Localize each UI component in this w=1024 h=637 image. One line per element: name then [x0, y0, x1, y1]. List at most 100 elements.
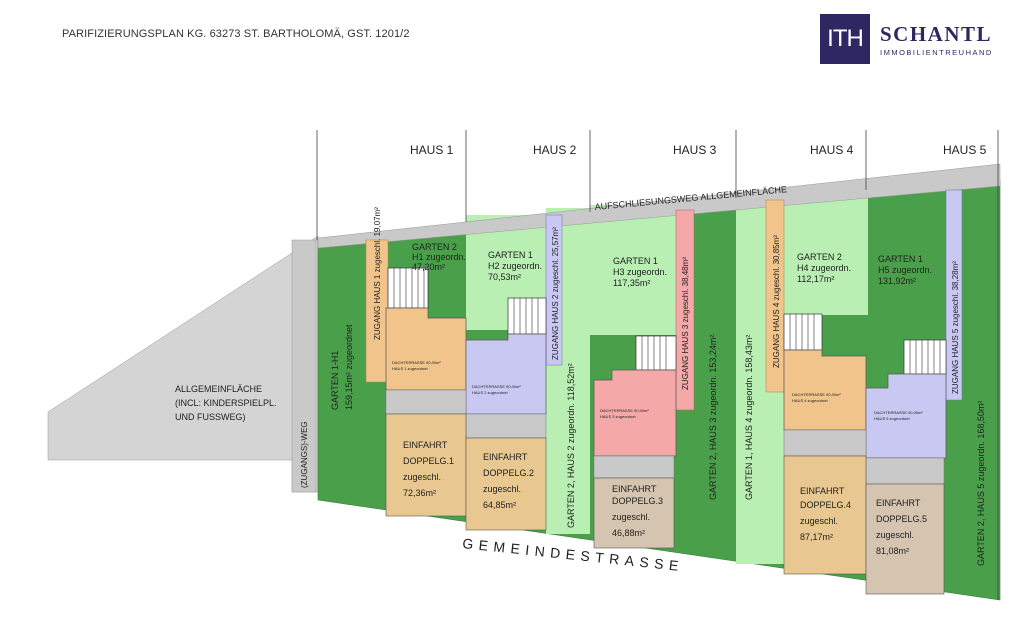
garden-2-h1-label: GARTEN 2 H1 zugeordn. 47,20m²	[412, 242, 466, 272]
zugang-house-3-strip	[675, 209, 695, 411]
page-title: PARIFIZIERUNGSPLAN KG. 63273 ST. BARTHOL…	[62, 28, 410, 40]
driveway-5	[865, 483, 945, 595]
stairs-house-2	[507, 297, 547, 335]
garden-1-h3-label: GARTEN 1 H3 zugeordn. 117,35m²	[613, 256, 667, 288]
roof-terrace-house-4	[783, 349, 867, 431]
driveway-5-label: EINFAHRT DOPPELG.5 zugeschl. 81,08m²	[876, 498, 927, 556]
svg-text:DOPPELG.1: DOPPELG.1	[403, 456, 454, 466]
garten-h1-area-vertical-label: 159,15m² zugeordnet	[344, 324, 354, 410]
svg-text:HAUS 1 zugeordnet: HAUS 1 zugeordnet	[392, 366, 428, 371]
svg-text:EINFAHRT: EINFAHRT	[800, 486, 845, 496]
garden-h3-area	[590, 205, 676, 335]
svg-text:112,17m²: 112,17m²	[797, 274, 834, 284]
zugang-h1-vertical-label: ZUGANG HAUS 1 zugeschl. 19,07m²	[373, 207, 382, 340]
svg-text:131,92m²: 131,92m²	[878, 276, 916, 286]
garden-1-h2-label: GARTEN 1 H2 zugeordn. 70,53m²	[488, 250, 542, 282]
svg-text:H4 zugeordn.: H4 zugeordn.	[797, 263, 851, 273]
house-1-base-strip	[385, 389, 467, 415]
terrace-h3-label: DACHTERRASSE 00,00m² HAUS 3 zugeordnet	[600, 408, 649, 419]
svg-text:zugeschl.: zugeschl.	[800, 516, 838, 526]
driveway-4	[783, 455, 867, 575]
house-5-base-strip	[865, 457, 945, 485]
common-area-label-1: ALLGEMEINFLÄCHE	[175, 384, 262, 394]
svg-text:GARTEN 2: GARTEN 2	[797, 252, 842, 262]
stairs-house-4	[783, 313, 823, 351]
svg-text:EINFAHRT: EINFAHRT	[403, 440, 448, 450]
garten2-h2-vertical-label: GARTEN 2, HAUS 2 zugeordn. 118,52m²	[566, 363, 576, 528]
svg-text:zugeschl.: zugeschl.	[612, 512, 650, 522]
svg-text:H1 zugeordn.: H1 zugeordn.	[412, 252, 466, 262]
svg-text:DACHTERRASSE 00,00m²: DACHTERRASSE 00,00m²	[874, 410, 923, 415]
svg-text:zugeschl.: zugeschl.	[483, 484, 521, 494]
svg-text:DACHTERRASSE 00,00m²: DACHTERRASSE 00,00m²	[792, 392, 841, 397]
house-4-base-strip	[783, 429, 867, 457]
svg-text:H2 zugeordn.: H2 zugeordn.	[488, 261, 542, 271]
garden-2-h4-label: GARTEN 2 H4 zugeordn. 112,17m²	[797, 252, 851, 284]
driveway-4-label: EINFAHRT DOPPELG.4 zugeschl. 87,17m²	[800, 486, 851, 542]
svg-text:64,85m²: 64,85m²	[483, 500, 516, 510]
zugang-house-4-strip	[765, 199, 785, 393]
access-path-label: (ZUGANGS)-WEG	[300, 421, 309, 488]
terrace-h2-label: DACHTERRASSE 00,00m² HAUS 2 zugeordnet	[472, 384, 521, 395]
svg-text:DOPPELG.4: DOPPELG.4	[800, 500, 851, 510]
svg-text:zugeschl.: zugeschl.	[403, 472, 441, 482]
svg-text:47,20m²: 47,20m²	[412, 262, 445, 272]
terrace-h1-label: DACHTERRASSE 00,00m² HAUS 1 zugeordnet	[392, 360, 441, 371]
company-logo: ITH SCHANTL IMMOBILIENTREUHAND	[820, 14, 993, 64]
svg-text:H5 zugeordn.: H5 zugeordn.	[878, 265, 932, 275]
svg-text:70,53m²: 70,53m²	[488, 272, 521, 282]
driveway-2	[465, 437, 547, 531]
access-road-band	[317, 163, 1001, 249]
svg-text:DOPPELG.2: DOPPELG.2	[483, 468, 534, 478]
svg-text:HAUS 3 zugeordnet: HAUS 3 zugeordnet	[600, 414, 636, 419]
zugang-h4-vertical-label: ZUGANG HAUS 4 zugeschl. 30,85m²	[772, 235, 781, 368]
house-3-label: HAUS 3	[673, 143, 717, 157]
zugang-h3-vertical-label: ZUGANG HAUS 3 zugeschl. 38,48m²	[681, 257, 690, 390]
house-3-base-strip	[593, 455, 675, 479]
svg-text:DACHTERRASSE 00,00m²: DACHTERRASSE 00,00m²	[392, 360, 441, 365]
svg-text:HAUS 5 zugeordnet: HAUS 5 zugeordnet	[874, 416, 910, 421]
common-area-label-3: UND FUSSWEG)	[175, 412, 246, 422]
house-2-label: HAUS 2	[533, 143, 577, 157]
driveway-3	[593, 477, 675, 549]
terrace-h5-label: DACHTERRASSE 00,00m² HAUS 5 zugeordnet	[874, 410, 923, 421]
garten2-h3-vertical-label: GARTEN 2, HAUS 3 zugeordn. 153,24m²	[708, 335, 718, 500]
svg-text:DACHTERRASSE 00,00m²: DACHTERRASSE 00,00m²	[472, 384, 521, 389]
svg-text:72,36m²: 72,36m²	[403, 488, 436, 498]
driveway-1	[385, 413, 467, 517]
common-area-shape	[47, 235, 319, 493]
roof-terrace-house-3	[593, 369, 677, 457]
driveway-2-label: EINFAHRT DOPPELG.2 zugeschl. 64,85m²	[483, 452, 534, 510]
garden-1-h5-label: GARTEN 1 H5 zugeordn. 131,92m²	[878, 254, 932, 286]
garten2-h5-vertical-label: GARTEN 2, HAUS 5 zugeordn. 168,50m²	[976, 401, 986, 566]
svg-text:H3 zugeordn.: H3 zugeordn.	[613, 267, 667, 277]
house-4-label: HAUS 4	[810, 143, 854, 157]
driveway-1-label: EINFAHRT DOPPELG.1 zugeschl. 72,36m²	[403, 440, 454, 498]
logo-subtitle: IMMOBILIENTREUHAND	[880, 47, 993, 57]
garden-h4-area	[784, 195, 868, 315]
driveway-3-label: EINFAHRT DOPPELG.3 zugeschl. 46,88m²	[612, 484, 663, 538]
svg-text:EINFAHRT: EINFAHRT	[876, 498, 921, 508]
svg-text:DOPPELG.3: DOPPELG.3	[612, 496, 663, 506]
roof-terrace-house-1	[385, 307, 467, 391]
svg-text:EINFAHRT: EINFAHRT	[483, 452, 528, 462]
svg-text:GARTEN 1: GARTEN 1	[878, 254, 923, 264]
stairs-house-5	[903, 339, 947, 375]
common-area-label-2: (INCL: KINDERSPIELPL.	[175, 398, 277, 408]
svg-text:DACHTERRASSE 00,00m²: DACHTERRASSE 00,00m²	[600, 408, 649, 413]
logo-name: SCHANTL	[880, 21, 993, 46]
zugang-house-5-strip	[945, 189, 963, 401]
zugang-h5-vertical-label: ZUGANG HAUS 5 zugeschl. 38,28m²	[951, 261, 960, 394]
garten1-h4-vertical-label: GARTEN 1, HAUS 4 zugeordn. 158,43m²	[744, 335, 754, 500]
svg-text:EINFAHRT: EINFAHRT	[612, 484, 657, 494]
terrace-h4-label: DACHTERRASSE 00,00m² HAUS 4 zugeordnet	[792, 392, 841, 403]
zugang-h2-vertical-label: ZUGANG HAUS 2 zugeschl. 25,57m²	[551, 227, 560, 360]
stairs-house-3	[635, 335, 677, 371]
svg-text:HAUS 2 zugeordnet: HAUS 2 zugeordnet	[472, 390, 508, 395]
roof-terrace-house-2	[465, 333, 547, 415]
house-2-base-strip	[465, 413, 547, 439]
svg-text:GARTEN 1: GARTEN 1	[613, 256, 658, 266]
svg-text:GARTEN 1: GARTEN 1	[488, 250, 533, 260]
svg-text:87,17m²: 87,17m²	[800, 532, 833, 542]
